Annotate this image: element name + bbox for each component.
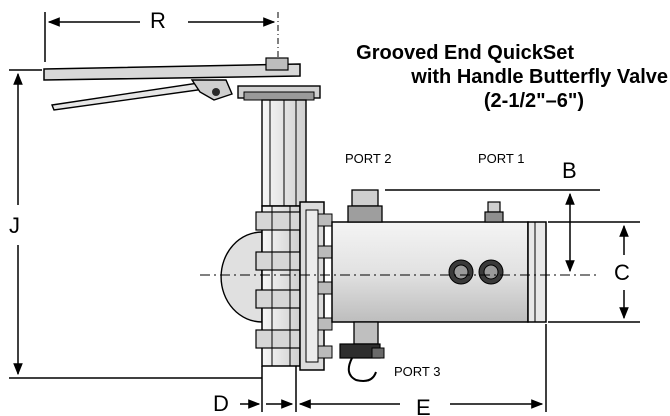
title-line-2: with Handle Butterfly Valve xyxy=(411,66,668,88)
dimension-label-e: E xyxy=(416,395,431,416)
port-3-fitting xyxy=(339,321,385,382)
port-2-fitting xyxy=(347,189,383,223)
valve-neck xyxy=(261,99,307,207)
dimension-d-e xyxy=(240,324,547,412)
valve-handle xyxy=(43,57,321,111)
dimension-label-d: D xyxy=(213,391,229,416)
dimension-c xyxy=(548,221,640,323)
port-1-label: PORT 1 xyxy=(478,151,525,166)
dimension-label-c: C xyxy=(614,260,630,285)
port-1-fitting xyxy=(484,201,504,223)
dimension-label-b: B xyxy=(562,158,577,183)
dimension-label-j: J xyxy=(9,213,20,238)
valve-flange xyxy=(299,201,333,371)
dimension-label-r: R xyxy=(150,8,166,33)
port-2-label: PORT 2 xyxy=(345,151,392,166)
title-line-1: Grooved End QuickSet xyxy=(356,42,574,64)
dimension-b xyxy=(385,189,600,273)
valve-body xyxy=(220,205,301,367)
dimension-j xyxy=(9,69,262,379)
title-line-3: (2-1/2"–6") xyxy=(483,90,584,112)
valve-pipe xyxy=(331,221,547,323)
port-3-label: PORT 3 xyxy=(394,364,441,379)
